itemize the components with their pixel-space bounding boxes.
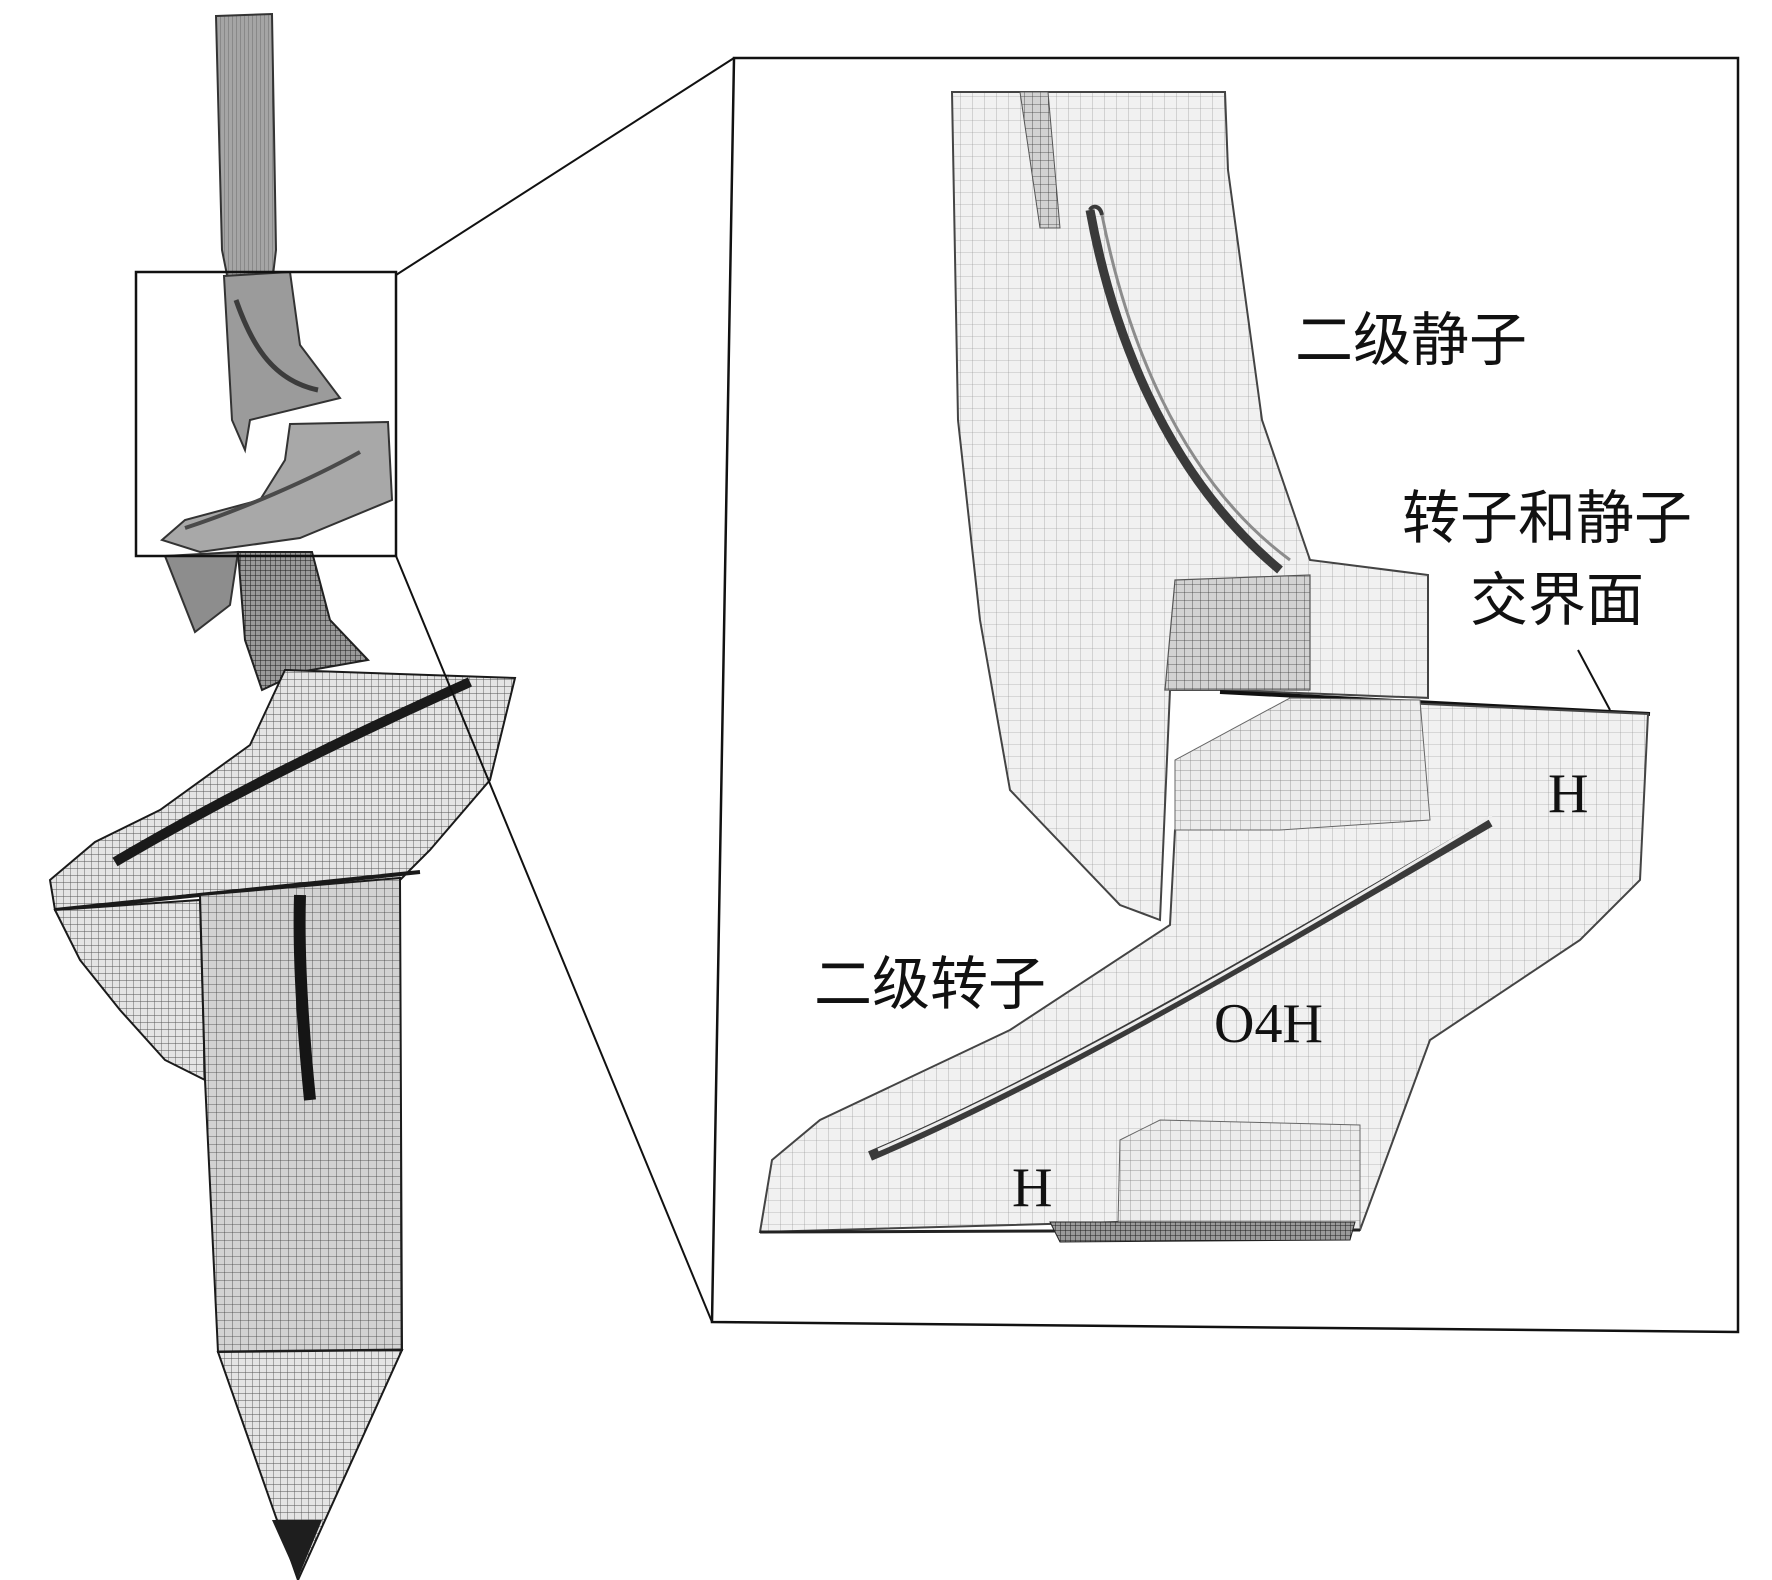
rotor2-block — [159, 420, 394, 554]
label-rotor2: 二级转子 — [814, 950, 1046, 1018]
rotor1-blade-region — [48, 668, 517, 912]
stage-below-box-2 — [236, 551, 371, 692]
outlet-cone — [216, 1348, 404, 1580]
stator2-block — [222, 270, 342, 454]
label-interface-line1: 转子和静子 — [1402, 484, 1692, 552]
interface-leader — [1577, 649, 1611, 711]
zoom-region-box — [134, 270, 398, 558]
zoom-leader-bottom — [395, 555, 713, 1323]
label-o4h: O4H — [1214, 993, 1323, 1055]
label-h-upper: H — [1548, 763, 1588, 825]
detail-panel — [710, 56, 1740, 1334]
label-interface-line2: 交界面 — [1470, 566, 1644, 634]
rotor1-hub-sweep — [53, 898, 207, 1082]
zoom-leader-top — [395, 57, 735, 276]
stage-below-box-1 — [163, 550, 240, 634]
label-h-lower: H — [1012, 1157, 1052, 1219]
label-stator2: 二级静子 — [1295, 306, 1527, 374]
inlet-duct — [214, 12, 278, 301]
full-passage-mesh — [48, 12, 517, 1580]
